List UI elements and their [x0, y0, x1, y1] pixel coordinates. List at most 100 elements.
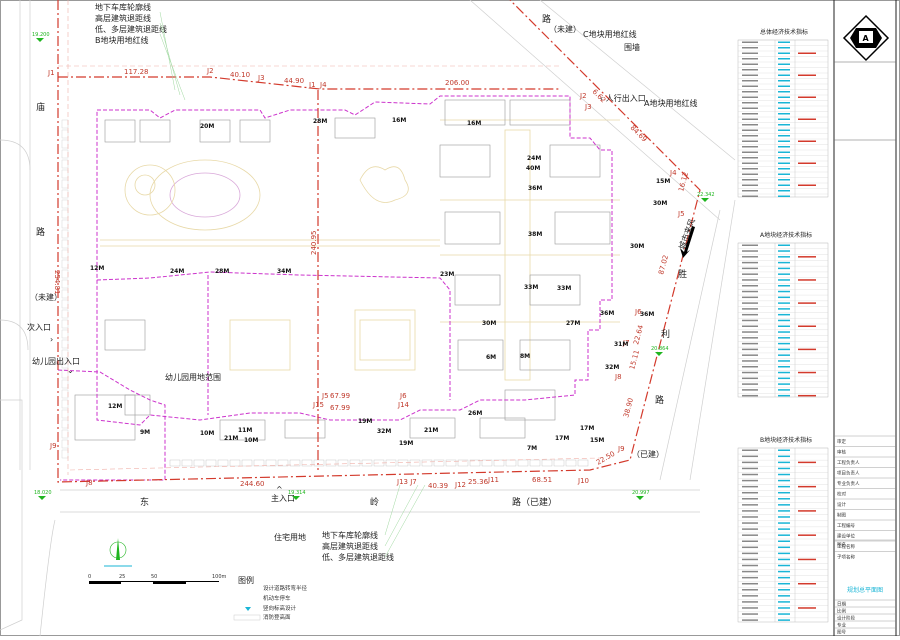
- spacing-label: 27M: [566, 320, 580, 327]
- spacing-label: 28M: [215, 268, 229, 275]
- north-arrow-icon: [109, 538, 127, 560]
- table-cell-text: [742, 113, 758, 115]
- parking-space: [193, 459, 205, 467]
- dimension: 206.00: [445, 79, 470, 87]
- dimension: 44.90: [284, 77, 304, 85]
- parking-space: [361, 459, 373, 467]
- table-cell-value: [778, 377, 790, 380]
- parking-space: [61, 329, 69, 339]
- point-j10: J10: [577, 477, 589, 485]
- legend-b-red-line: B地块用地红线: [95, 35, 149, 45]
- dimension: 67.99: [330, 404, 350, 412]
- table-cell-text: [742, 102, 758, 104]
- table-cell-value: [778, 80, 790, 82]
- table-cell-note: [798, 96, 816, 98]
- elevation-marks: 19.200 22.342 20.864 18.020 19.314 20.99…: [32, 32, 715, 500]
- table-cell-text: [742, 52, 758, 54]
- table-cell-text: [742, 80, 758, 82]
- table-cell-text: [742, 366, 758, 368]
- building-footprint: [454, 274, 501, 306]
- wall-label: 围墙: [624, 42, 640, 52]
- scale-bar: 0 25 50 100m: [88, 574, 227, 584]
- property-red-line: [57, 0, 701, 483]
- spacing-label: 8M: [520, 353, 530, 360]
- table-cell-text: [742, 589, 758, 591]
- point-j2: J2: [206, 67, 214, 75]
- point-j15: J15: [312, 401, 324, 409]
- legend-highrise-setback-bottom: 高层建筑退距线: [322, 541, 378, 551]
- table-cell-text: [742, 371, 758, 374]
- title-block-field: 项目负责人: [837, 470, 860, 477]
- table-cell-value: [778, 613, 790, 615]
- table-cell-text: [742, 383, 758, 385]
- table-cell-text: [742, 595, 758, 597]
- table-cell-value: [778, 85, 790, 87]
- table-cell-text: [742, 558, 758, 561]
- table-cell-text: [742, 151, 758, 153]
- table-cell-value: [778, 244, 790, 246]
- legend-title: 图例: [238, 575, 254, 585]
- spacing-label: 16M: [467, 120, 481, 127]
- road-labels: 庙 路 （未建） 东 岭 路（已建） 路 （未建） 胜 利 路 （已建）: [30, 13, 687, 508]
- road-lines: [0, 0, 736, 637]
- building-footprint: [239, 119, 271, 143]
- table-cell-value: [778, 540, 790, 542]
- table-cell-text: [742, 552, 758, 555]
- table-cell-text: [742, 173, 758, 175]
- spacing-label: 26M: [468, 410, 482, 417]
- table-cell-value: [778, 485, 790, 488]
- spacing-label: 34M: [277, 268, 291, 275]
- table-cell-text: [742, 146, 758, 148]
- table-title-a: A地块经济技术指标: [760, 231, 812, 239]
- table-cell-note: [798, 461, 816, 464]
- spacing-label: 12M: [108, 403, 122, 410]
- parking-space: [529, 459, 541, 467]
- spacing-label: 36M: [600, 310, 614, 317]
- table-cell-text: [742, 331, 758, 333]
- parking-space: [301, 459, 313, 467]
- elevation-legend-icon: [245, 607, 251, 611]
- site-boundary: [57, 95, 613, 481]
- table-cell-value: [778, 504, 790, 506]
- title-block-meta: 设计阶段: [837, 615, 855, 622]
- legend-callouts-top: 地下车库轮廓线 高层建筑退距线 低、多层建筑退距线 B地块用地红线: [95, 2, 186, 101]
- table-cell-text: [742, 613, 758, 615]
- table-cell-text: [742, 389, 758, 391]
- table-cell-text: [742, 479, 758, 482]
- table-cell-text: [742, 522, 758, 524]
- table-cell-value: [778, 151, 790, 153]
- table-cell-value: [778, 360, 790, 362]
- table-cell-note: [798, 256, 816, 258]
- legend-item: 消防登高面: [263, 613, 291, 621]
- road-east-status: （已建）: [632, 449, 664, 459]
- spacing-label: 19M: [399, 440, 413, 447]
- table-cell-text: [742, 313, 758, 316]
- table-cell-value: [778, 308, 790, 310]
- legend: 图例 设计道路转弯半径 机动车停车 竖向标高设计 消防登高面: [233, 575, 308, 621]
- table-cell-note: [798, 325, 816, 327]
- table-cell-text: [742, 534, 758, 536]
- table-cell-text: [742, 157, 758, 159]
- table-cell-text: [742, 140, 758, 142]
- table-cell-text: [742, 256, 758, 258]
- table-cell-value: [778, 173, 790, 175]
- point-j4b: J4: [669, 169, 677, 177]
- building-footprint: [479, 417, 526, 439]
- parking-space: [517, 459, 529, 467]
- table-cell-value: [778, 552, 790, 555]
- table-cell-note: [798, 510, 816, 512]
- table-cell-value: [778, 63, 790, 65]
- table-cell-note: [798, 534, 816, 536]
- table-cell-note: [798, 162, 816, 164]
- main-entrance-label: 主入口: [271, 493, 295, 503]
- table-cell-value: [778, 107, 790, 109]
- title-block-meta: 日期: [837, 602, 846, 608]
- parking-space: [61, 409, 69, 419]
- parking-space: [61, 169, 69, 179]
- title-block-field: 制图: [837, 512, 846, 519]
- spacing-label: 28M: [313, 118, 327, 125]
- table-cell-value: [778, 607, 790, 609]
- table-cell-value: [778, 342, 790, 345]
- table-cell-text: [742, 267, 758, 270]
